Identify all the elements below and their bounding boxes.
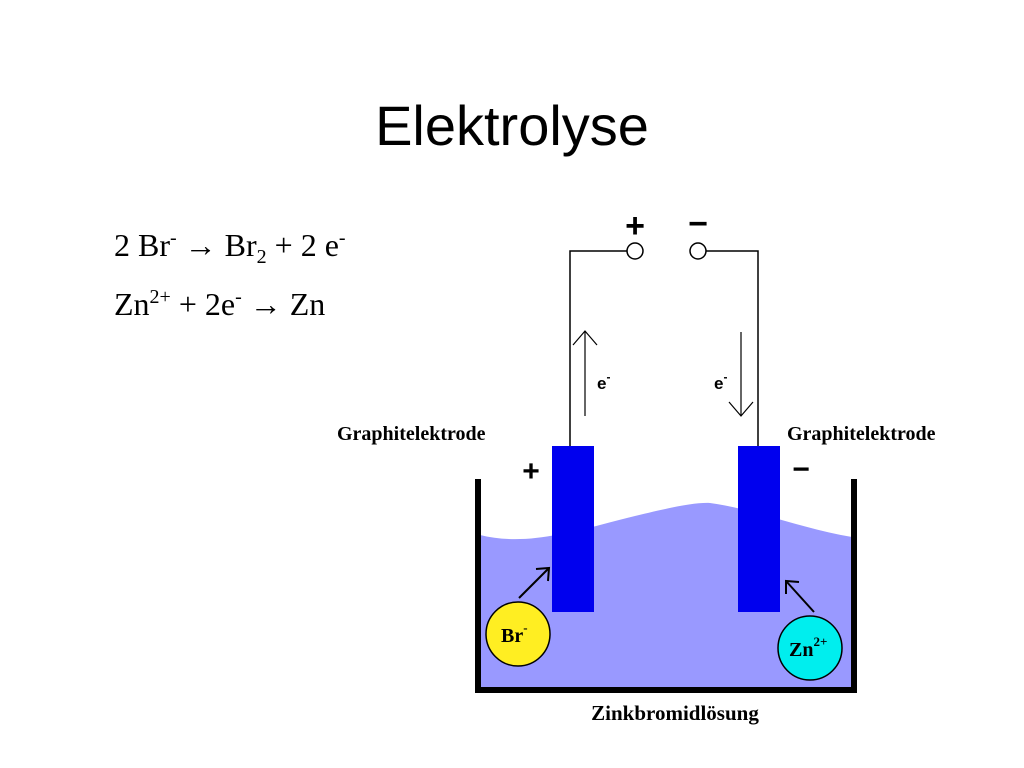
positive-terminal-sign: + (625, 207, 645, 245)
cathode-pole-sign: − (792, 453, 810, 486)
zinc-ion (777, 615, 843, 681)
eq2-arrow: → (241, 286, 290, 322)
slide-title: Elektrolyse (375, 94, 649, 157)
electron-flow-down-arrow (728, 332, 754, 417)
eq2-term-b: + 2e (170, 286, 236, 322)
solution-label: Zinkbromidlösung (591, 701, 759, 725)
equation-zinc-reduction: Zn2+ + 2e- → Zn (114, 286, 326, 322)
positive-terminal (626, 242, 644, 260)
bromide-ion-label: Br- (501, 620, 528, 647)
eq1-arrow: → (176, 227, 225, 263)
anode-pole-sign: + (522, 455, 540, 488)
anode-electrode (552, 446, 594, 612)
cathode-wire (706, 250, 759, 446)
zinc-ion-label: Zn2+ (789, 634, 827, 661)
zinc-migration-arrow (785, 579, 815, 613)
eq1-term-b-index: 2 (256, 246, 267, 268)
negative-terminal-sign: − (688, 205, 708, 243)
bromide-ion (485, 601, 551, 667)
cathode-label: Graphitelektrode (787, 423, 936, 445)
eq1-term-c: + 2 e (266, 227, 339, 263)
cathode-electrode (738, 446, 780, 612)
anode-wire (569, 250, 627, 446)
electrolysis-vessel (475, 479, 857, 693)
eq1-term-a-charge: - (170, 227, 177, 249)
eq1-term-b: Br (224, 227, 257, 263)
electron-label-right: e- (714, 370, 727, 393)
eq1-term-c-charge: - (338, 227, 346, 249)
equation-bromide-oxidation: 2 Br- → Br2 + 2 e- (114, 227, 346, 267)
anode-label: Graphitelektrode (337, 423, 486, 445)
eq2-term-a-charge: 2+ (149, 286, 171, 308)
electron-flow-up-arrow (572, 330, 598, 416)
eq1-term-a: 2 Br (114, 227, 170, 263)
eq2-term-c: Zn (289, 286, 326, 322)
electron-label-left: e- (597, 370, 610, 393)
eq2-term-a: Zn (114, 286, 150, 322)
bromide-migration-arrow (518, 566, 551, 599)
eq2-term-b-charge: - (235, 286, 242, 308)
negative-terminal (689, 242, 707, 260)
